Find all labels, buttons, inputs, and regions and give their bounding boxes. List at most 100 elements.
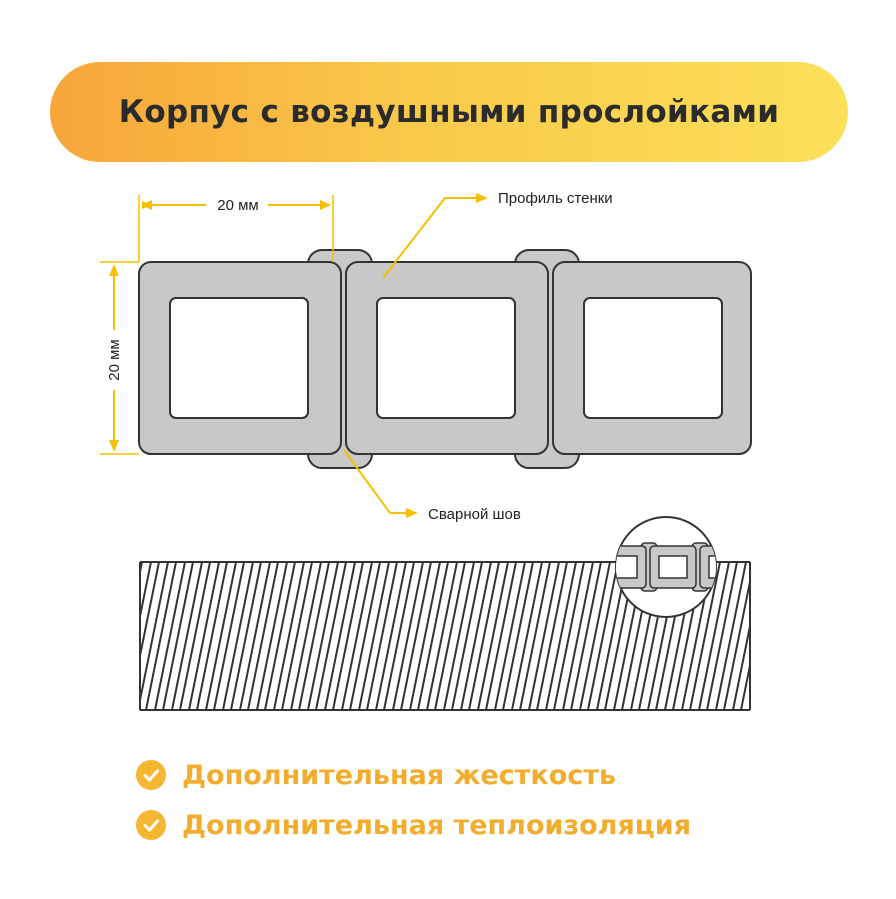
- pipe-ridge: [171, 562, 203, 710]
- pipe-ridge: [366, 562, 398, 710]
- magnifier-detail: [615, 516, 717, 618]
- pipe-ridge: [383, 562, 415, 710]
- pipe-ridge: [341, 562, 373, 710]
- pipe-ridge: [273, 562, 305, 710]
- pipe-ridge: [332, 562, 364, 710]
- width-label: 20 мм: [217, 197, 258, 214]
- pipe-ridge: [792, 562, 822, 710]
- weld-seam-label: Сварной шов: [428, 506, 521, 523]
- pipe-ridge: [749, 704, 750, 710]
- pipe-ridge: [140, 562, 143, 577]
- pipe-ridge: [179, 562, 211, 710]
- benefit-item: Дополнительная теплоизоляция: [136, 802, 691, 848]
- pipe-ridge: [715, 562, 747, 710]
- pipe-ridge: [188, 562, 220, 710]
- pipe-ridge: [553, 562, 585, 710]
- weld-seam-callout: Сварной шов: [343, 449, 521, 523]
- pipe-ridge: [230, 562, 262, 710]
- profile-square-3: [552, 261, 752, 455]
- pipe-ridge: [579, 562, 611, 710]
- pipe-ridge: [460, 562, 492, 710]
- pipe-ridge: [587, 562, 619, 710]
- pipe-ridge: [400, 562, 432, 710]
- pipe-ridge: [485, 562, 517, 710]
- pipe-ridge: [519, 562, 551, 710]
- pipe-ridge: [818, 562, 848, 710]
- pipe-ridge: [349, 562, 381, 710]
- page-title: Корпус с воздушными прослойками: [118, 94, 780, 130]
- pipe-ridge: [562, 562, 594, 710]
- pipe-ridge: [570, 562, 602, 710]
- profile-square-1: [138, 261, 342, 455]
- profiles: [138, 261, 752, 455]
- pipe-ridge: [775, 562, 805, 710]
- title-banner: Корпус с воздушными прослойками: [50, 62, 848, 162]
- pipe-ridge: [315, 562, 347, 710]
- pipe-ridge: [392, 562, 424, 710]
- pipe-ridge: [140, 562, 152, 622]
- wall-profile-label: Профиль стенки: [498, 190, 613, 207]
- pipe-ridge: [443, 562, 475, 710]
- pipe-ridge: [162, 562, 194, 710]
- pipe-ridge: [281, 562, 313, 710]
- pipe-ridge: [689, 562, 721, 710]
- pipe-ridge: [852, 562, 882, 710]
- pipe-ridge: [843, 562, 873, 710]
- pipe-ridge: [784, 562, 814, 710]
- benefit-text: Дополнительная жесткость: [182, 759, 617, 791]
- pipe-ridge: [494, 562, 526, 710]
- pipe-ridge: [826, 562, 856, 710]
- pipe-ridge: [375, 562, 407, 710]
- pipe-ridge: [213, 562, 245, 710]
- pipe-ridge: [706, 562, 738, 710]
- pipe-ridge: [358, 562, 390, 710]
- pipe-ridge: [256, 562, 288, 710]
- pipe-ridge: [767, 562, 797, 710]
- pipe-ridge: [298, 562, 330, 710]
- pipe-ridge: [140, 562, 160, 661]
- pipe-ridge: [154, 562, 186, 710]
- pipe-ridge: [324, 562, 356, 710]
- pipe-ridge: [698, 562, 730, 710]
- pipe-ridge: [205, 562, 237, 710]
- pipe-ridge: [290, 562, 322, 710]
- profile-square-2: [345, 261, 549, 455]
- pipe-ridge: [417, 562, 449, 710]
- pipe-ridge: [801, 562, 831, 710]
- check-circle-icon: [136, 760, 166, 790]
- pipe-ridge: [196, 562, 228, 710]
- pipe-ridge: [140, 562, 169, 706]
- pipe-ridge: [536, 562, 568, 710]
- pipe-ridge: [307, 562, 339, 710]
- pipe-ridge: [426, 562, 458, 710]
- benefits-list: Дополнительная жесткость Дополнительная …: [136, 752, 691, 852]
- pipe-ridge: [264, 562, 296, 710]
- pipe-ridge: [511, 562, 543, 710]
- corrugated-pipe: [139, 561, 882, 711]
- pipe-ridge: [434, 562, 466, 710]
- height-dimension: 20 мм: [100, 261, 139, 455]
- pipe-ridge: [835, 562, 865, 710]
- pipe-ridge: [758, 562, 788, 710]
- pipe-ridge: [145, 562, 177, 710]
- benefit-item: Дополнительная жесткость: [136, 752, 691, 798]
- pipe-ridge: [528, 562, 560, 710]
- wall-profile-callout: Профиль стенки: [382, 190, 613, 279]
- height-label: 20 мм: [106, 339, 123, 380]
- check-circle-icon: [136, 810, 166, 840]
- pipe-ridge: [451, 562, 483, 710]
- pipe-ridge: [409, 562, 441, 710]
- benefit-text: Дополнительная теплоизоляция: [182, 809, 692, 841]
- pipe-ridge: [545, 562, 577, 710]
- pipe-ridge: [740, 660, 750, 710]
- pipe-ridge: [239, 562, 271, 710]
- pipe-ridge: [468, 562, 500, 710]
- pipe-ridge: [502, 562, 534, 710]
- pipe-ridge: [247, 562, 279, 710]
- pipe-ridge: [477, 562, 509, 710]
- width-dimension: 20 мм: [138, 195, 334, 262]
- pipe-ridge: [732, 621, 750, 710]
- pipe-ridge: [222, 562, 254, 710]
- pipe-ridge: [809, 562, 839, 710]
